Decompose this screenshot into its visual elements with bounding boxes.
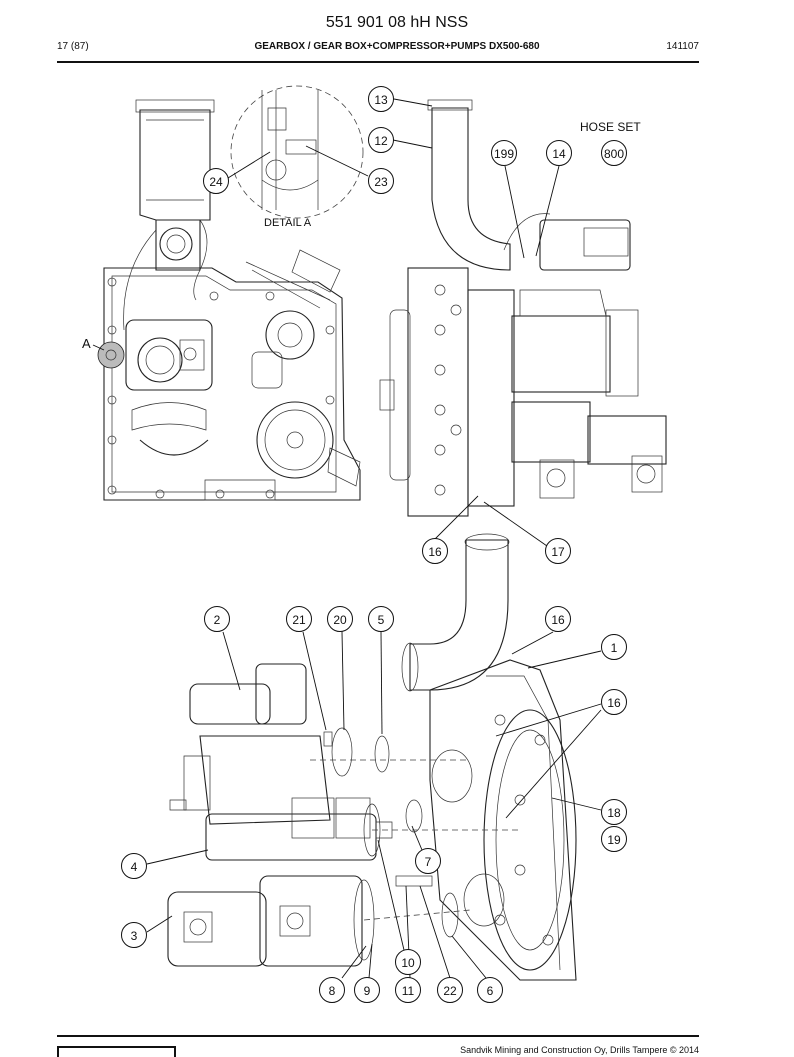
header-rule: [57, 61, 699, 63]
callout-5: 5: [368, 606, 394, 632]
gearbox-side-view: [379, 99, 667, 517]
callout-19: 19: [601, 826, 627, 852]
callout-800: 800: [601, 140, 627, 166]
callout-199: 199: [491, 140, 517, 166]
callout-1: 1: [601, 634, 627, 660]
callout-3: 3: [121, 922, 147, 948]
footer-copyright: Sandvik Mining and Construction Oy, Dril…: [460, 1045, 699, 1055]
callout-16: 16: [545, 606, 571, 632]
callout-16: 16: [422, 538, 448, 564]
exploded-assembly-view: [167, 533, 577, 981]
callout-6: 6: [477, 977, 503, 1003]
leader-lines: [146, 98, 602, 979]
document-number: 551 901 08 hH NSS: [325, 14, 469, 31]
footer-rule: [57, 1035, 699, 1037]
callout-23: 23: [368, 168, 394, 194]
callout-17: 17: [545, 538, 571, 564]
document-code: 141107: [666, 41, 699, 52]
callout-22: 22: [437, 977, 463, 1003]
callout-14: 14: [546, 140, 572, 166]
callout-10: 10: [395, 949, 421, 975]
callout-8: 8: [319, 977, 345, 1003]
callout-9: 9: [354, 977, 380, 1003]
callout-20: 20: [327, 606, 353, 632]
section-title: GEARBOX / GEAR BOX+COMPRESSOR+PUMPS DX50…: [254, 41, 540, 52]
callout-16: 16: [601, 689, 627, 715]
detail-marker-label: A: [82, 336, 91, 351]
callout-12: 12: [368, 127, 394, 153]
callout-4: 4: [121, 853, 147, 879]
callout-21: 21: [286, 606, 312, 632]
callout-18: 18: [601, 799, 627, 825]
detail-a-label: DETAIL A: [264, 217, 312, 229]
callout-11: 11: [395, 977, 421, 1003]
brand-logo: [57, 1046, 176, 1057]
callout-7: 7: [415, 848, 441, 874]
callout-2: 2: [204, 606, 230, 632]
page-number: 17 (87): [57, 41, 89, 52]
callout-24: 24: [203, 168, 229, 194]
gearbox-front-view: [92, 99, 361, 501]
hose-set-label: HOSE SET: [580, 120, 641, 134]
callout-13: 13: [368, 86, 394, 112]
detail-a-view: [230, 85, 364, 219]
